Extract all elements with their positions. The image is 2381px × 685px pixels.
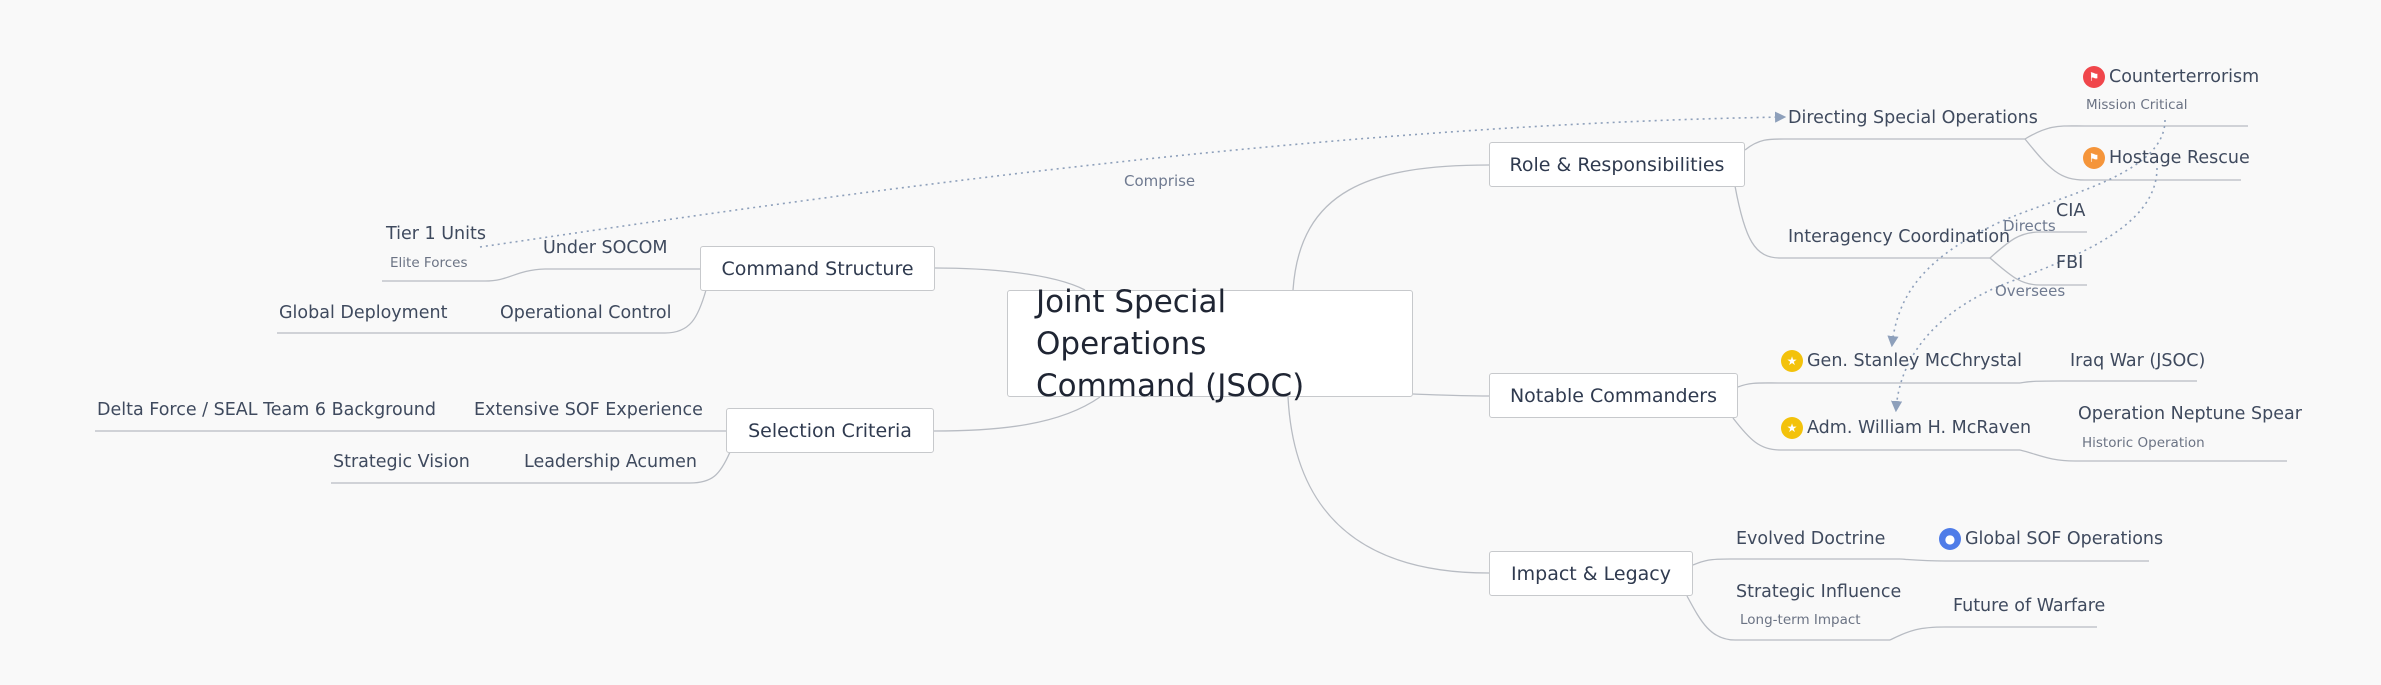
- topic-command-structure[interactable]: Command Structure: [700, 246, 935, 291]
- link-root-command-structure: [934, 267, 1086, 291]
- subtopic-evolved-doctrine[interactable]: Evolved Doctrine: [1736, 529, 1886, 549]
- flag-icon: ⚑: [2083, 147, 2105, 169]
- subtopic-strategic-vision[interactable]: Strategic Vision: [333, 452, 470, 472]
- subtopic-leadership-acumen[interactable]: Leadership Acumen: [524, 452, 698, 472]
- relationship-label-comprise[interactable]: Comprise: [1124, 172, 1196, 190]
- link-hostage-rescue: [2024, 138, 2241, 181]
- subtopic-future-of-warfare[interactable]: Future of Warfare: [1953, 596, 2106, 616]
- link-root-impact: [1287, 396, 1490, 574]
- subtopic-iraq-war[interactable]: Iraq War (JSOC): [2070, 351, 2206, 371]
- subtopic-under-socom[interactable]: Under SOCOM: [543, 238, 668, 258]
- relation-oversees: [1891, 167, 2158, 413]
- subtopic-operation-neptune-spear[interactable]: Operation Neptune Spear: [2078, 404, 2302, 424]
- subtopic-william-mcraven[interactable]: Adm. William H. McRaven: [1807, 418, 2032, 438]
- link-strategic-influence: [1686, 595, 1890, 641]
- subtopic-extensive-sof-experience[interactable]: Extensive SOF Experience: [474, 400, 703, 420]
- root-topic[interactable]: Joint Special Operations Command (JSOC): [1007, 284, 1413, 404]
- subtopic-global-deployment[interactable]: Global Deployment: [279, 303, 448, 323]
- note-elite-forces: Elite Forces: [390, 255, 468, 271]
- link-under-socom: [382, 268, 700, 282]
- link-root-commanders: [1412, 393, 1490, 397]
- root-title-line2: Command (JSOC): [1036, 367, 1305, 404]
- subtopic-operational-control[interactable]: Operational Control: [500, 303, 672, 323]
- link-global-sof: [1899, 558, 2149, 562]
- root-title-line1: Joint Special Operations: [1036, 283, 1227, 362]
- subtopic-interagency-coordination[interactable]: Interagency Coordination: [1788, 227, 2011, 247]
- link-operational-control: [277, 289, 707, 334]
- link-mcchrystal: [1737, 382, 2020, 388]
- link-leadership: [331, 451, 731, 484]
- note-mission-critical: Mission Critical: [2086, 97, 2188, 113]
- link-neptune: [2019, 449, 2287, 462]
- link-counterterrorism: [2024, 125, 2248, 140]
- link-iraq-war: [2019, 380, 2197, 384]
- link-future-warfare: [1889, 626, 2097, 641]
- topic-role-responsibilities[interactable]: Role & Responsibilities: [1489, 142, 1745, 187]
- link-root-role: [1292, 164, 1490, 291]
- note-long-term-impact: Long-term Impact: [1740, 612, 1861, 628]
- subtopic-tier1-units[interactable]: Tier 1 Units: [386, 224, 486, 244]
- subtopic-strategic-influence[interactable]: Strategic Influence: [1736, 582, 1902, 602]
- subtopic-delta-seal-background[interactable]: Delta Force / SEAL Team 6 Background: [97, 400, 436, 420]
- subtopic-directing-special-operations[interactable]: Directing Special Operations: [1788, 108, 2038, 128]
- link-cia: [1989, 231, 2087, 259]
- subtopic-hostage-rescue[interactable]: Hostage Rescue: [2109, 148, 2250, 168]
- note-historic-operation: Historic Operation: [2082, 435, 2205, 451]
- star-icon: ★: [1781, 350, 1803, 372]
- subtopic-stanley-mcchrystal[interactable]: Gen. Stanley McChrystal: [1807, 351, 2023, 371]
- relationship-label-directs[interactable]: Directs: [2003, 217, 2056, 235]
- subtopic-cia[interactable]: CIA: [2056, 201, 2086, 221]
- link-mcraven: [1732, 417, 2020, 451]
- subtopic-global-sof-operations[interactable]: Global SOF Operations: [1965, 529, 2164, 549]
- star-icon: ★: [1781, 417, 1803, 439]
- flag-icon: ⚑: [2083, 66, 2105, 88]
- topic-impact-legacy[interactable]: Impact & Legacy: [1489, 551, 1693, 596]
- relation-comprise: [479, 111, 1787, 248]
- link-interagency: [1734, 185, 1990, 259]
- relationship-label-oversees[interactable]: Oversees: [1995, 282, 2066, 300]
- relation-directs: [1887, 119, 2166, 348]
- link-fbi: [1989, 257, 2087, 286]
- person-icon: ●: [1939, 528, 1961, 550]
- link-root-selection-criteria: [933, 396, 1101, 432]
- subtopic-counterterrorism[interactable]: Counterterrorism: [2109, 67, 2260, 87]
- subtopic-fbi[interactable]: FBI: [2056, 253, 2084, 273]
- topic-notable-commanders[interactable]: Notable Commanders: [1489, 373, 1738, 418]
- topic-selection-criteria[interactable]: Selection Criteria: [726, 408, 934, 453]
- link-evolved-doctrine: [1692, 558, 1900, 566]
- link-directing: [1744, 138, 2025, 151]
